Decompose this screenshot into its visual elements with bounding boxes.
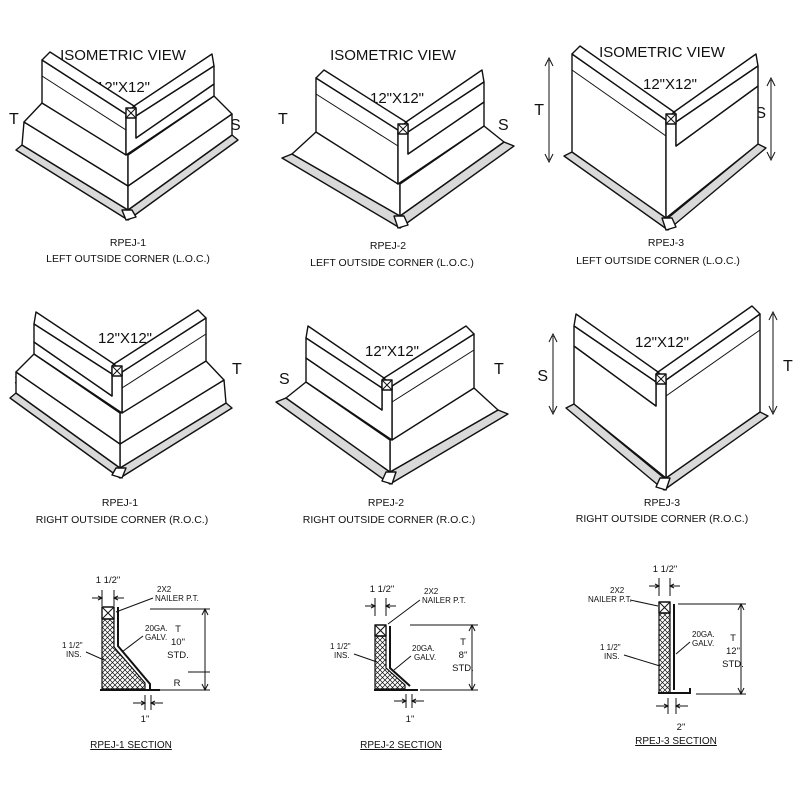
height-std: STD. [167,650,189,661]
side-label-left: T [9,111,19,128]
side-label-right: S [498,117,509,134]
section-title: RPEJ-1 SECTION [90,740,172,751]
insulation-label: 1 1/2" [330,642,351,651]
side-label-right: S [755,105,766,122]
part-code: RPEJ-3 [648,237,684,249]
nailer-label: NAILER P.T. [155,594,199,603]
side-label-right: T [232,361,242,378]
size-label: 12"X12" [370,90,424,107]
part-description: LEFT OUTSIDE CORNER (L.O.C.) [576,255,740,267]
height-dimension-arrow [768,310,778,416]
r-dimension: R [174,678,181,689]
side-label-right: T [494,361,504,378]
panel-rpej1-roc: 12"X12" S T RPEJ-1 RIGHT OUTSIDE CORNER … [9,309,242,526]
part-description: LEFT OUTSIDE CORNER (L.O.C.) [46,253,210,265]
size-label: 12"X12" [98,330,152,347]
side-label-left: T [278,111,288,128]
size-label: 12"X12" [635,334,689,351]
part-description: RIGHT OUTSIDE CORNER (R.O.C.) [303,514,475,526]
panel-rpej3-roc: 12"X12" S T RPEJ-3 RIGHT OUTSIDE CORNER … [537,305,793,525]
metal-label: GALV. [414,653,436,662]
insulation-label: 1 1/2" [62,641,83,650]
section-rpej2: 1 1/2" 2X2 NAILER P.T. 20GA. GALV. 1 1/2… [330,584,478,751]
insulation-label: INS. [604,652,620,661]
view-header: ISOMETRIC VIEW [330,47,457,64]
nailer-label: 2X2 [157,585,172,594]
view-header: ISOMETRIC VIEW [599,44,726,61]
bottom-dimension: 2" [677,722,686,733]
height-t: T [730,633,736,644]
width-label: 1 1/2" [370,584,395,595]
section-rpej3: 1 1/2" 2X2 NAILER P.T. 20GA. GALV. 1 1/2… [588,564,746,747]
part-description: RIGHT OUTSIDE CORNER (R.O.C.) [36,514,208,526]
part-code: RPEJ-1 [102,497,138,509]
metal-label: 20GA. [145,624,168,633]
height-t: T [460,637,466,648]
nailer-label: 2X2 [610,586,625,595]
height-std: STD. [452,663,474,674]
part-code: RPEJ-3 [644,497,680,509]
metal-label: 20GA. [412,644,435,653]
section-title: RPEJ-3 SECTION [635,736,717,747]
part-description: RIGHT OUTSIDE CORNER (R.O.C.) [576,513,748,525]
height-dimension-arrow [544,56,554,164]
section-rpej1: 1 1/2" 2X2 NAILER P.T. 20GA. GALV. 1 1/2… [62,575,210,751]
metal-label: GALV. [692,639,714,648]
panel-rpej3-loc: ISOMETRIC VIEW 12"X12" T S RPEJ-3 LEFT O… [534,44,776,267]
side-label-right: S [230,117,241,134]
height-std: 10" [171,637,185,648]
height-std: 8" [459,650,468,661]
part-code: RPEJ-2 [370,240,406,252]
insulation-fill [658,612,671,694]
iso-corner-drawing [563,45,767,231]
height-dimension-arrow [548,332,558,416]
insulation-label: INS. [66,650,82,659]
width-label: 1 1/2" [653,564,678,575]
nailer-label: NAILER P.T. [588,595,632,604]
height-t: T [175,624,181,635]
size-label: 12"X12" [643,76,697,93]
bottom-dimension: 1" [141,714,150,725]
width-label: 1 1/2" [96,575,121,586]
side-label-left: T [534,102,544,119]
height-std: STD. [722,659,744,670]
view-header: ISOMETRIC VIEW [60,47,187,64]
part-code: RPEJ-1 [110,237,146,249]
panel-rpej2-loc: ISOMETRIC VIEW 12"X12" T S RPEJ-2 LEFT O… [278,47,515,269]
panel-rpej2-roc: 12"X12" S T RPEJ-2 RIGHT OUTSIDE CORNER … [275,325,509,526]
height-dimension-arrow [766,76,776,162]
section-title: RPEJ-2 SECTION [360,740,442,751]
side-label-right: T [783,358,793,375]
part-code: RPEJ-2 [368,497,404,509]
bottom-dimension: 1" [406,714,415,725]
metal-label: 20GA. [692,630,715,639]
part-description: LEFT OUTSIDE CORNER (L.O.C.) [310,257,474,269]
side-label-left: S [537,368,548,385]
insulation-label: INS. [334,651,350,660]
iso-corner-drawing [15,51,239,221]
metal-label: GALV. [145,633,167,642]
panel-rpej1-loc: ISOMETRIC VIEW 12"X12" T S RPEJ-1 LEFT O… [9,47,241,265]
insulation-label: 1 1/2" [600,643,621,652]
nailer-label: 2X2 [424,587,439,596]
size-label: 12"X12" [365,343,419,360]
nailer-label: NAILER P.T. [422,596,466,605]
height-std: 12" [726,646,740,657]
side-label-left: S [279,371,290,388]
